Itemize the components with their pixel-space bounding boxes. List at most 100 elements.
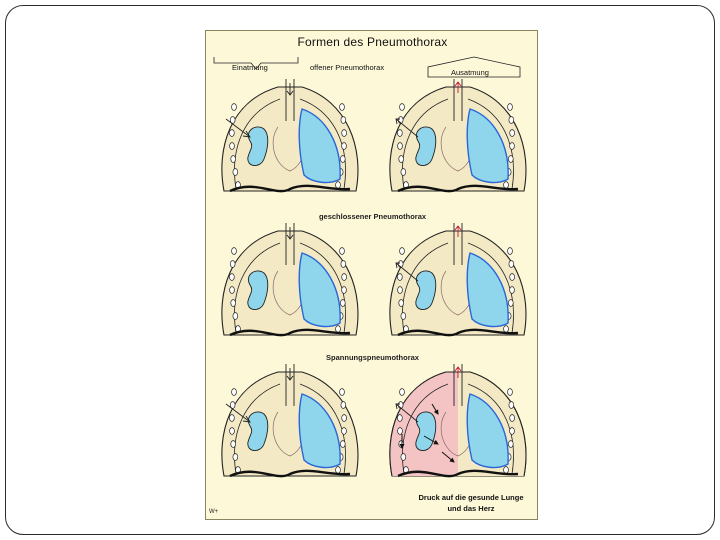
rib xyxy=(335,466,341,474)
trachea xyxy=(285,79,295,121)
rib xyxy=(509,286,515,294)
rib xyxy=(509,414,515,422)
rib xyxy=(508,440,514,448)
pressure-arrow xyxy=(441,451,455,463)
rib xyxy=(400,168,407,176)
rib xyxy=(229,286,235,294)
trachea xyxy=(453,79,463,121)
rib xyxy=(397,414,403,422)
rib xyxy=(508,299,514,307)
rib xyxy=(508,401,515,409)
diaphragm xyxy=(229,184,351,193)
rib xyxy=(397,427,403,435)
diaphragm xyxy=(397,469,519,478)
rib xyxy=(507,103,513,111)
air-outflow-arrow xyxy=(395,262,419,282)
pleural-line xyxy=(402,98,514,190)
rib xyxy=(341,427,347,435)
rib xyxy=(340,260,347,268)
healthy-lung xyxy=(466,393,509,469)
pleural-line xyxy=(234,242,346,334)
rib xyxy=(229,401,236,409)
rib xyxy=(229,116,236,124)
pleural-line xyxy=(234,98,346,190)
air-outflow-arrow xyxy=(395,118,419,138)
rib xyxy=(341,142,347,150)
airway-flow-arrow xyxy=(286,83,294,96)
pressure-arrow xyxy=(423,435,439,445)
thorax-open-inspiration xyxy=(221,79,359,193)
rib xyxy=(509,142,515,150)
collapsed-lung xyxy=(247,270,269,310)
rib xyxy=(231,388,237,396)
pleural-line xyxy=(234,383,346,475)
rib xyxy=(231,103,237,111)
collapsed-lung xyxy=(415,126,437,166)
expiration-label: Ausatmung xyxy=(451,68,489,77)
diaphragm xyxy=(397,184,519,193)
rib xyxy=(397,286,403,294)
pleural-line xyxy=(402,242,514,334)
rib xyxy=(230,440,236,448)
rib xyxy=(397,129,403,137)
rib xyxy=(399,388,405,396)
rib xyxy=(339,388,345,396)
rib xyxy=(399,103,405,111)
rib xyxy=(232,312,239,320)
trachea xyxy=(285,364,295,406)
rib xyxy=(341,286,347,294)
rib xyxy=(508,116,515,124)
healthy-lung xyxy=(298,393,341,469)
rib xyxy=(232,168,239,176)
thorax-closed-inspiration xyxy=(221,223,359,337)
rib xyxy=(507,388,513,396)
rib xyxy=(339,247,345,255)
trachea xyxy=(285,223,295,265)
rib xyxy=(398,299,404,307)
rib xyxy=(509,273,515,281)
rib xyxy=(335,181,341,189)
healthy-lung xyxy=(466,252,509,328)
rib xyxy=(335,325,341,333)
diagram-canvas xyxy=(213,56,527,478)
rib xyxy=(229,142,235,150)
rib xyxy=(340,155,346,163)
rib xyxy=(503,181,509,189)
diaphragm xyxy=(229,469,351,478)
rib xyxy=(397,273,403,281)
air-inflow-arrow xyxy=(225,118,251,138)
trachea xyxy=(453,364,463,406)
airway-flow-arrow xyxy=(286,227,294,240)
rib xyxy=(230,155,236,163)
rib xyxy=(229,129,235,137)
rib xyxy=(399,247,405,255)
rib xyxy=(231,247,237,255)
rib xyxy=(398,155,404,163)
rib xyxy=(398,440,404,448)
collapsed-lung xyxy=(247,411,269,451)
airway-flow-arrow xyxy=(454,366,462,378)
rib xyxy=(508,260,515,268)
air-outflow-arrow xyxy=(395,403,419,423)
rib xyxy=(340,116,347,124)
rib xyxy=(339,103,345,111)
healthy-lung xyxy=(298,108,341,184)
rib xyxy=(341,129,347,137)
tension-pneumothorax-label: Spannungspneumothorax xyxy=(326,353,419,362)
rib xyxy=(400,312,407,320)
expiration-bracket xyxy=(427,56,521,78)
rib xyxy=(400,453,407,461)
thorax-open-expiration xyxy=(389,79,527,193)
inspiration-bracket xyxy=(213,57,299,70)
thorax-tension-expiration xyxy=(389,364,527,478)
rib xyxy=(229,273,235,281)
rib xyxy=(503,466,509,474)
thorax-closed-expiration xyxy=(389,223,527,337)
diaphragm xyxy=(229,328,351,337)
rib xyxy=(229,260,236,268)
pleural-line xyxy=(402,383,514,475)
collapsed-lung xyxy=(415,270,437,310)
rib xyxy=(509,129,515,137)
rib xyxy=(509,427,515,435)
rib xyxy=(340,299,346,307)
